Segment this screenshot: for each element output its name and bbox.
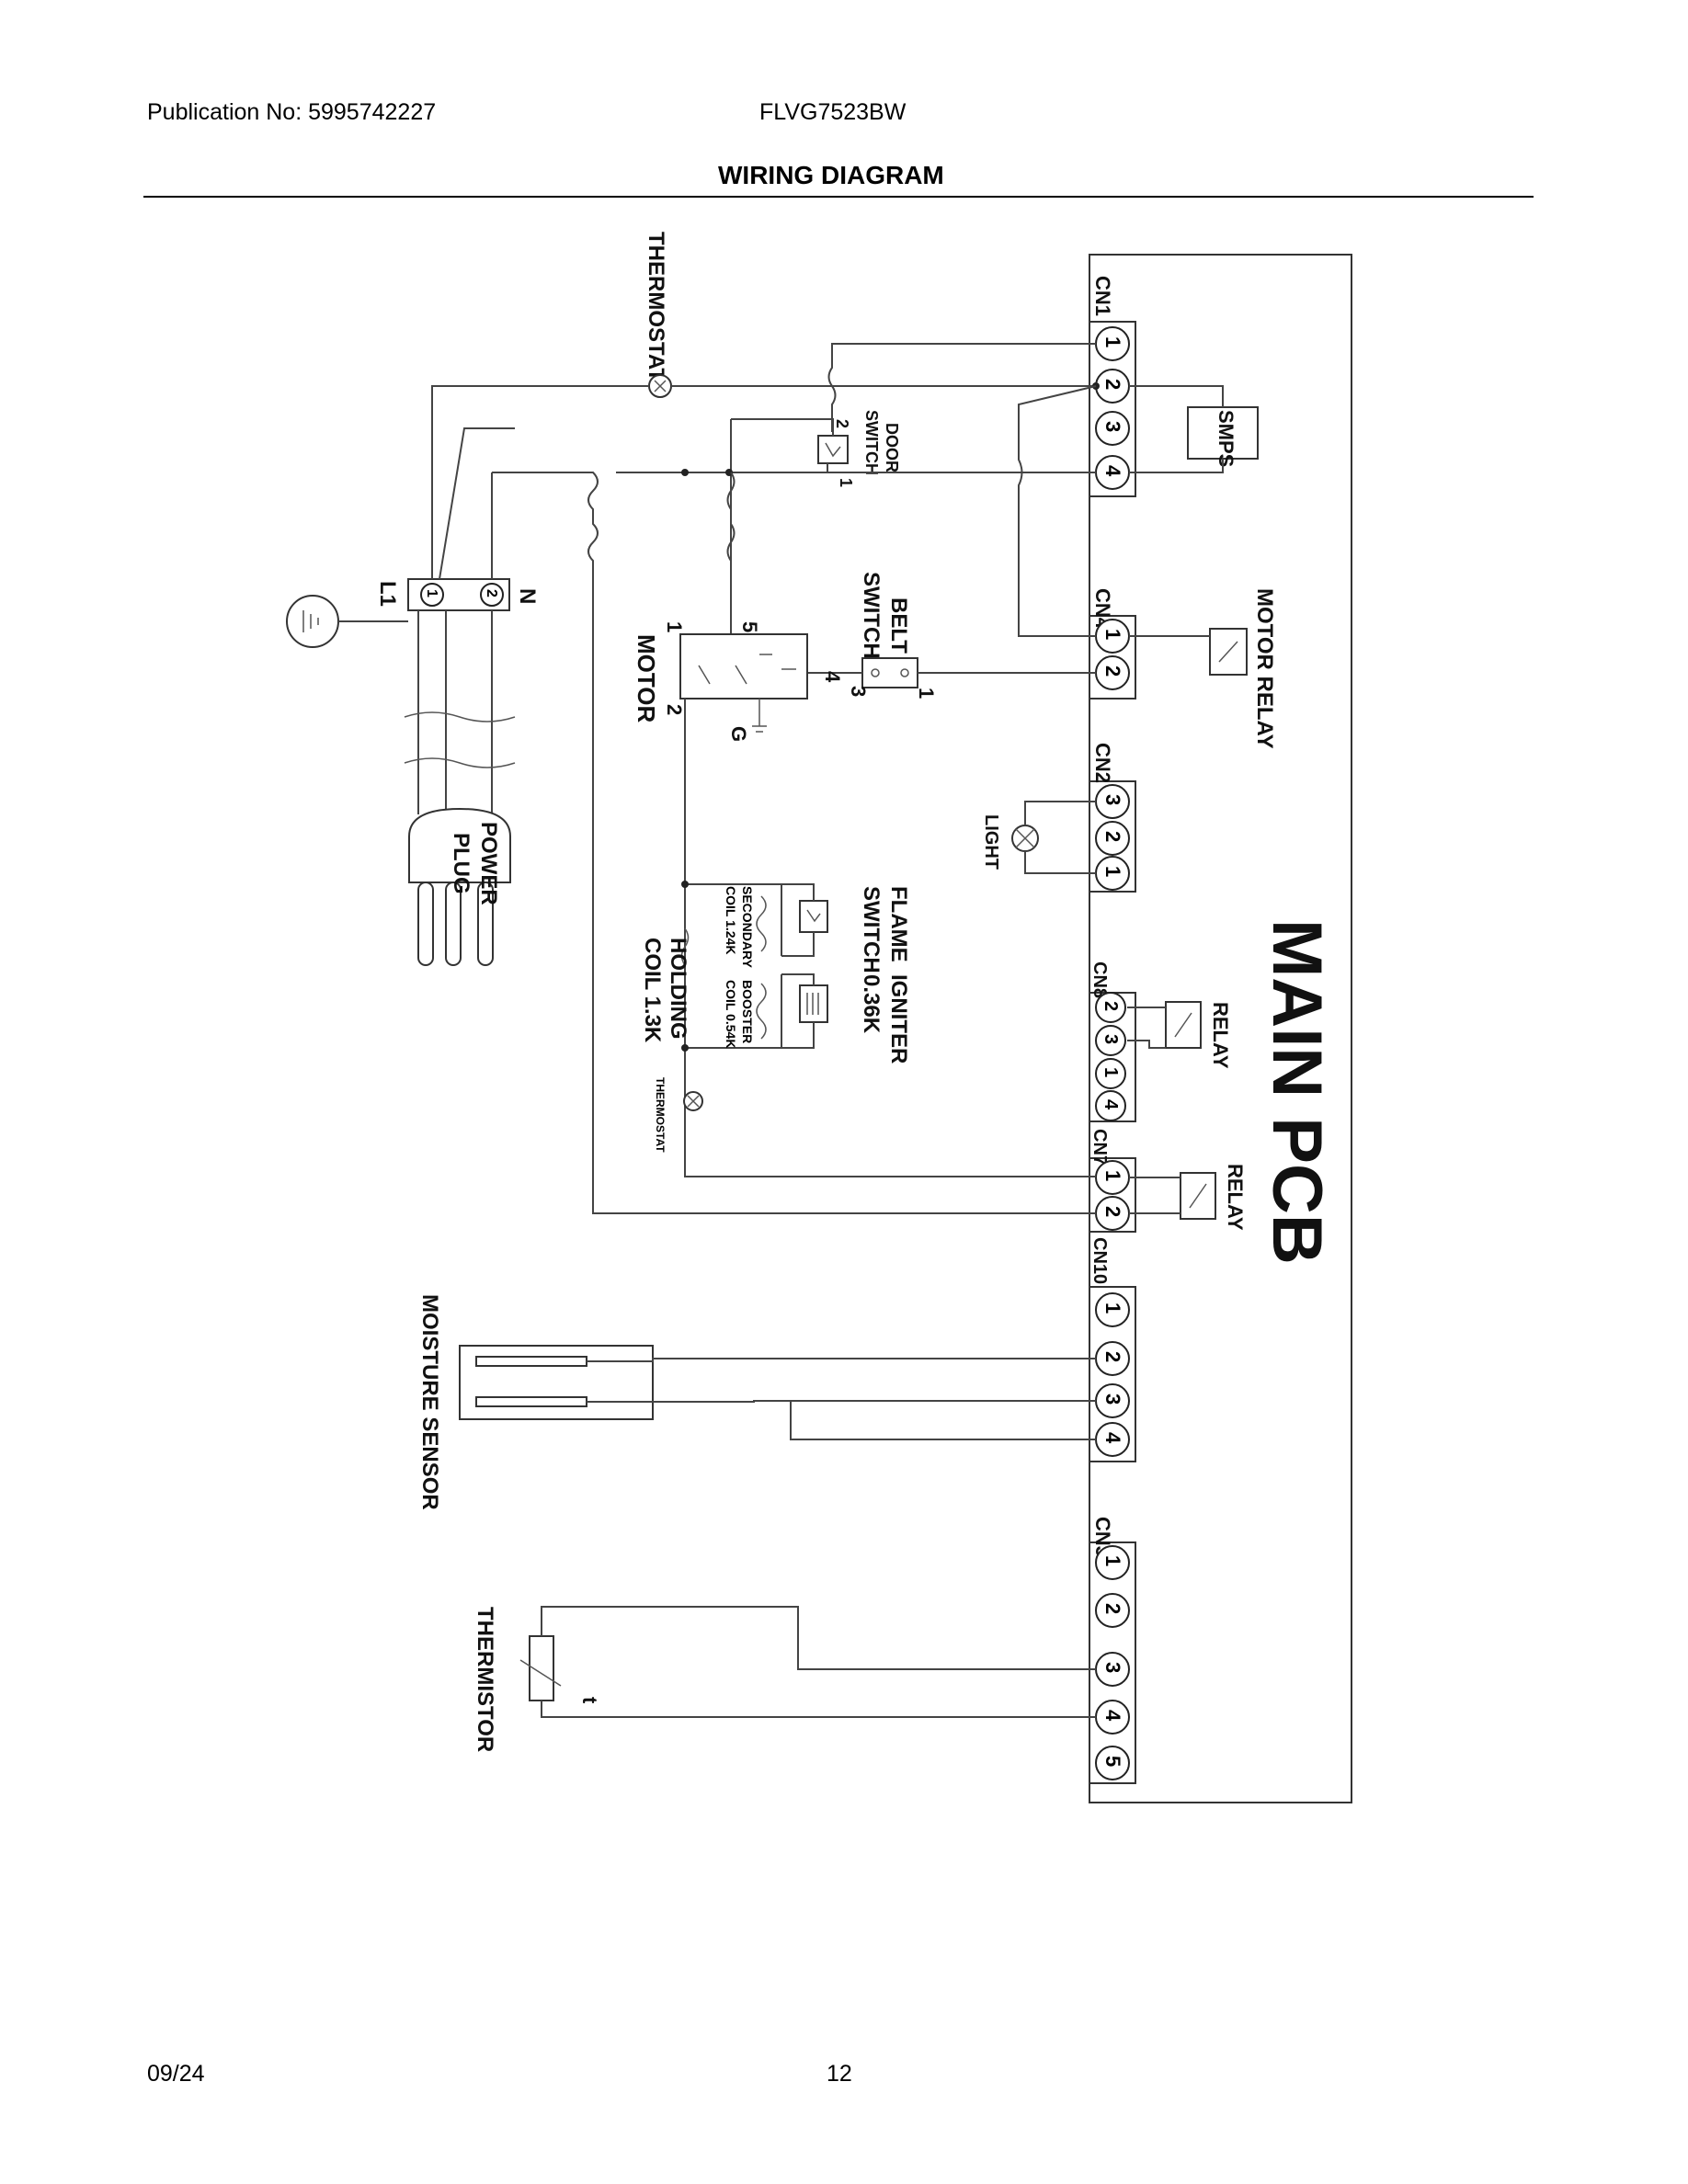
relay-cn8-icon bbox=[1165, 1001, 1202, 1049]
pin-label: 2 bbox=[1101, 1351, 1124, 1362]
secondary-coil-label-1: SECONDARY bbox=[740, 886, 755, 969]
belt-switch-pin-1: 1 bbox=[915, 688, 938, 699]
connector-label: CN7 bbox=[1089, 1129, 1110, 1166]
motor-ground-label: G bbox=[727, 726, 750, 742]
pin-label: 3 bbox=[1101, 794, 1124, 805]
main-pcb-label: MAIN PCB bbox=[1258, 919, 1336, 1265]
pin-label: 1 bbox=[1101, 1302, 1124, 1314]
footer-date: 09/24 bbox=[147, 2061, 205, 2087]
motor-box bbox=[679, 633, 808, 700]
thermistor-label: THERMISTOR bbox=[473, 1607, 497, 1752]
pin-label: 1 bbox=[1101, 336, 1124, 347]
connector-label: CN8 bbox=[1089, 961, 1110, 998]
pin-label: 4 bbox=[1101, 1432, 1124, 1444]
igniter-icon bbox=[799, 984, 828, 1023]
pin-label: 1 bbox=[1101, 1067, 1121, 1077]
model-number: FLVG7523BW bbox=[759, 99, 907, 125]
terminal-pin-2: 2 bbox=[484, 589, 499, 597]
header-rule bbox=[143, 196, 1534, 198]
connector-cn4: CN4 1 2 bbox=[1089, 588, 1136, 700]
booster-coil-icon bbox=[756, 983, 767, 1040]
door-switch-pin-1: 1 bbox=[837, 478, 855, 487]
power-plug-label-2: PLUG bbox=[449, 833, 473, 894]
power-plug-label-1: POWER bbox=[476, 822, 501, 905]
motor-pin-4: 4 bbox=[821, 671, 844, 683]
door-switch-label-2: SWITCH bbox=[862, 410, 881, 475]
moisture-sensor-label: MOISTURE SENSOR bbox=[417, 1294, 442, 1510]
pin-label: 2 bbox=[1101, 379, 1124, 390]
pin-label: 1 bbox=[1101, 866, 1124, 877]
pin-label: 1 bbox=[1101, 1170, 1124, 1181]
motor-pin-1: 1 bbox=[663, 621, 686, 632]
door-switch-label-1: DOOR bbox=[883, 423, 901, 472]
secondary-coil-icon bbox=[756, 895, 767, 952]
motor-pin-2: 2 bbox=[663, 704, 686, 715]
ground-circle-icon bbox=[286, 595, 339, 648]
door-switch-pin-2: 2 bbox=[833, 419, 851, 428]
connector-cn8: CN8 2 3 1 4 bbox=[1089, 961, 1136, 1122]
pin-label: 3 bbox=[1101, 1662, 1124, 1673]
pin-label: 1 bbox=[1101, 629, 1124, 640]
relay-cn8-label: RELAY bbox=[1209, 1002, 1232, 1069]
pin-label: 3 bbox=[1101, 421, 1124, 432]
connector-cn2: CN2 3 2 1 bbox=[1089, 743, 1136, 893]
pin-label: 1 bbox=[1101, 1555, 1124, 1566]
secondary-coil-label-2: COIL 1.24K bbox=[724, 886, 738, 954]
pin-label: 2 bbox=[1101, 1001, 1121, 1011]
light-label: LIGHT bbox=[981, 814, 1001, 870]
door-switch-icon bbox=[817, 435, 849, 464]
pin-label: 2 bbox=[1101, 665, 1124, 677]
pin-label: 2 bbox=[1101, 1206, 1124, 1217]
pin-label: 4 bbox=[1101, 1710, 1124, 1722]
publication-number: Publication No: 5995742227 bbox=[147, 99, 437, 125]
connector-cn10: CN10 1 2 3 4 bbox=[1089, 1237, 1136, 1462]
flame-switch-label-2: SWITCH bbox=[859, 886, 884, 973]
igniter-label-1: IGNITER bbox=[886, 974, 911, 1064]
flame-switch-label-1: FLAME bbox=[886, 886, 911, 962]
pin-label: 5 bbox=[1101, 1756, 1124, 1767]
thermistor-t-label: t bbox=[578, 1697, 601, 1704]
page-title: WIRING DIAGRAM bbox=[718, 161, 944, 189]
page-number: 12 bbox=[827, 2061, 852, 2087]
connector-label: CN10 bbox=[1089, 1237, 1110, 1284]
pin-label: 2 bbox=[1101, 831, 1124, 842]
motor-relay-label: MOTOR RELAY bbox=[1252, 588, 1277, 749]
thermostat-small-label: THERMOSTAT bbox=[654, 1077, 667, 1153]
smps-label: SMPS bbox=[1215, 410, 1237, 467]
motor-pin-5: 5 bbox=[738, 621, 761, 632]
pin-label: 3 bbox=[1101, 1034, 1121, 1044]
holding-coil-icon bbox=[680, 927, 690, 966]
pin-label: 4 bbox=[1101, 1099, 1121, 1110]
holding-coil-label-2: COIL 1.3K bbox=[640, 938, 665, 1043]
belt-switch-label-1: BELT bbox=[886, 597, 911, 654]
pin-label: 4 bbox=[1101, 465, 1124, 477]
booster-coil-label-2: COIL 0.54K bbox=[724, 980, 738, 1048]
power-plug-icon bbox=[408, 807, 511, 883]
pin-label: 2 bbox=[1101, 1603, 1124, 1614]
holding-coil-label-1: HOLDING bbox=[666, 938, 690, 1040]
igniter-label-2: 0.36K bbox=[859, 974, 884, 1034]
flame-switch-icon bbox=[799, 900, 828, 933]
pin-label: 3 bbox=[1101, 1393, 1124, 1405]
motor-pin-3: 3 bbox=[847, 686, 870, 697]
belt-switch-label-2: SWITCH bbox=[859, 572, 884, 659]
terminal-n-label: N bbox=[515, 588, 540, 604]
booster-coil-label-1: BOOSTER bbox=[740, 980, 755, 1043]
relay-cn7-label: RELAY bbox=[1224, 1164, 1247, 1231]
connector-label: CN1 bbox=[1091, 276, 1114, 316]
terminal-pin-1: 1 bbox=[424, 589, 439, 597]
ground-icon bbox=[752, 699, 767, 733]
connector-cn3: CN3 1 2 3 4 5 bbox=[1089, 1517, 1136, 1784]
terminal-l1-label: L1 bbox=[375, 581, 400, 607]
connector-label: CN2 bbox=[1091, 743, 1114, 783]
belt-switch-icon bbox=[861, 657, 918, 688]
motor-label: MOTOR bbox=[633, 634, 660, 723]
thermostat-top-label: THERMOSTAT bbox=[644, 232, 668, 381]
connector-cn7: CN7 1 2 bbox=[1089, 1129, 1136, 1233]
